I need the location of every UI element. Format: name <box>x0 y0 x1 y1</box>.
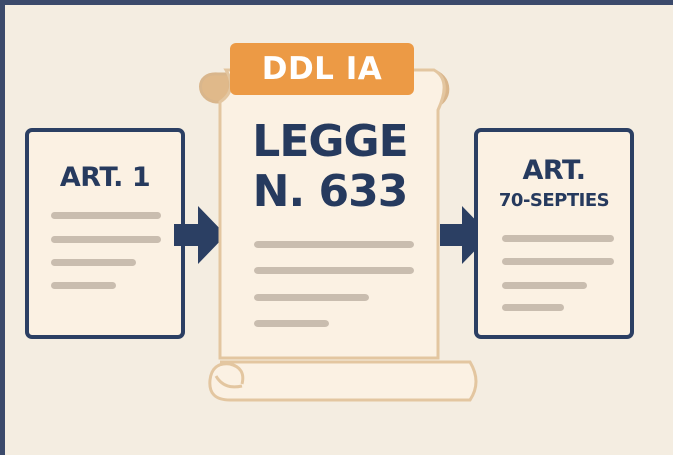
text-line <box>51 212 161 219</box>
text-line <box>51 259 136 266</box>
arrow-right-icon <box>440 206 490 264</box>
right-document-card: ART. 70-SEPTIES <box>474 128 634 339</box>
scroll-title-line1: LEGGE <box>252 116 408 167</box>
right-card-title-line2: 70-SEPTIES <box>498 190 610 211</box>
arrow-right-icon <box>174 206 226 264</box>
text-line <box>51 236 161 243</box>
text-line <box>51 282 116 289</box>
text-line <box>502 235 614 242</box>
scroll-icon <box>199 68 478 402</box>
text-line <box>502 304 564 311</box>
text-line <box>502 282 587 289</box>
text-line <box>502 258 614 265</box>
left-card-title: ART. 1 <box>59 162 151 193</box>
ddl-ia-badge: DDL IA <box>230 43 414 95</box>
right-card-title-line1: ART. <box>522 155 586 186</box>
left-document-card: ART. 1 <box>25 128 185 339</box>
scroll-title-line2: N. 633 <box>252 166 409 217</box>
